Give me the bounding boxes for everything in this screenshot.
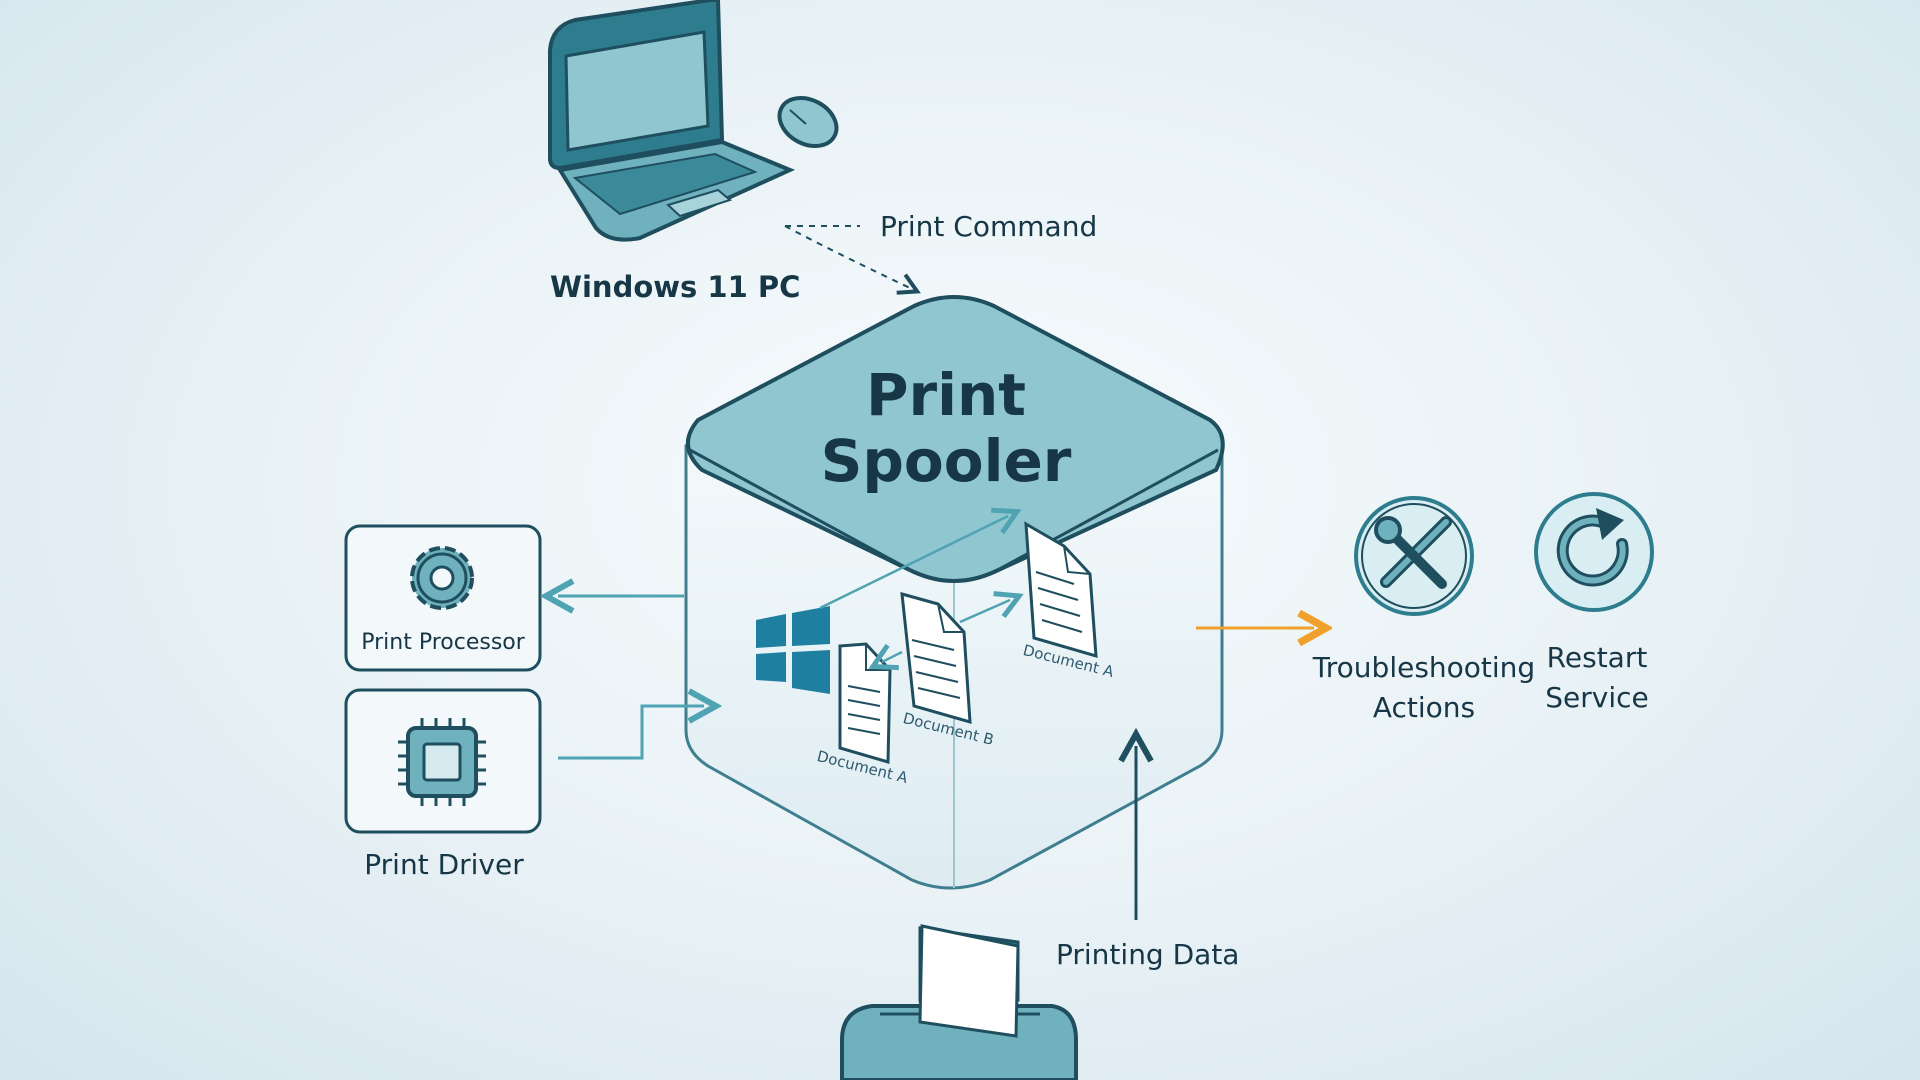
laptop-icon	[548, 0, 796, 242]
print-command-arrow	[784, 225, 910, 288]
printing-data-label: Printing Data	[1056, 938, 1240, 971]
title-line2: Spooler	[820, 427, 1072, 495]
tools-icon	[1354, 496, 1474, 616]
restart-icon	[1534, 492, 1654, 612]
spooler-box-top	[686, 295, 1225, 583]
restart-line1: Restart	[1546, 641, 1648, 674]
restart-line2: Service	[1545, 681, 1649, 714]
windows-logo-icon	[756, 606, 830, 694]
internal-arrow	[819, 516, 1008, 610]
print-command-label: Print Command	[880, 210, 1098, 243]
chip-icon	[398, 718, 486, 806]
restart-service-label: Restart Service	[1545, 638, 1648, 718]
document-icon	[1024, 521, 1098, 659]
mouse-icon	[777, 96, 839, 148]
windows-pc-label: Windows 11 PC	[550, 270, 801, 304]
print-driver-label: Print Driver	[364, 848, 524, 881]
internal-arrow	[959, 600, 1010, 624]
gear-icon	[410, 546, 474, 610]
troubleshooting-label: Troubleshooting Actions	[1313, 648, 1535, 728]
title-line1: Print	[865, 361, 1026, 429]
document-icon	[900, 591, 972, 725]
troubleshooting-line2: Actions	[1372, 691, 1476, 724]
internal-arrow	[882, 652, 903, 662]
printer-icon	[840, 924, 1078, 1080]
print-processor-label: Print Processor	[361, 630, 525, 655]
driver-arrow	[558, 706, 704, 760]
document-icon	[838, 642, 892, 764]
troubleshooting-line1: Troubleshooting	[1312, 651, 1536, 684]
print-spooler-title: Print Spooler	[821, 362, 1072, 494]
